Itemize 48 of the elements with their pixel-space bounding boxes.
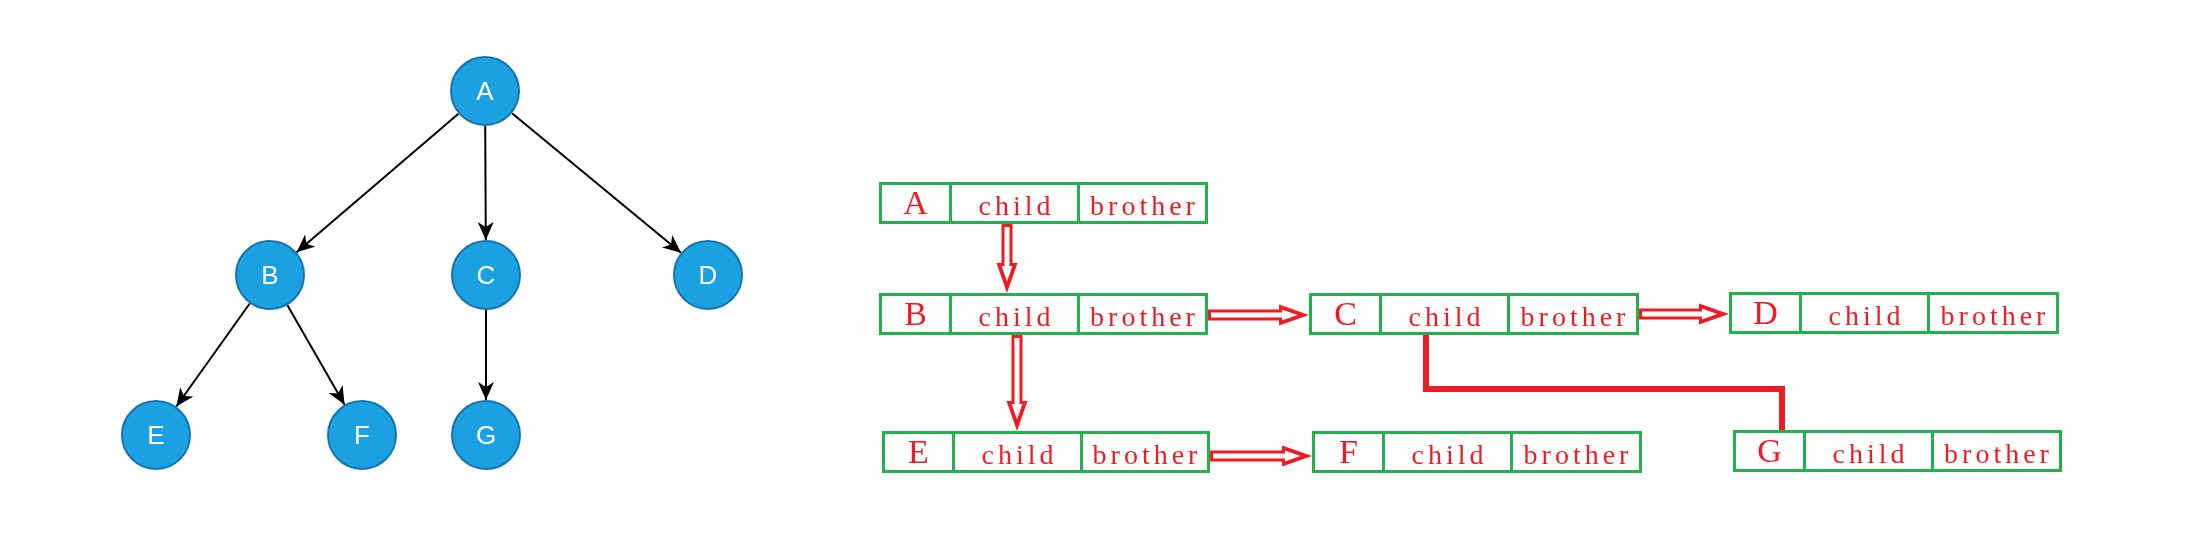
pointer-field-label: brother [1507, 296, 1636, 332]
node-letter: E [907, 434, 930, 470]
record-box [1729, 292, 2059, 334]
pointer-field-label: brother [1077, 296, 1205, 332]
pointer-field-label: brother [1080, 434, 1207, 470]
arrow [175, 302, 251, 408]
arrow [478, 309, 494, 401]
pointer-field-label: child [949, 296, 1077, 332]
node-letter: G [1756, 433, 1783, 469]
block-arrow [996, 224, 1018, 293]
pointer-field-label: child [952, 434, 1080, 470]
pointer-field-label: brother [1927, 295, 2056, 331]
record-box [1733, 430, 2062, 472]
record-box [879, 293, 1208, 335]
node-letter: F [1338, 434, 1359, 470]
node-letter: F [354, 422, 370, 448]
record-box [879, 182, 1208, 224]
connector-line [1423, 335, 1785, 430]
pointer-field-label: child [1382, 434, 1510, 470]
pointer-field-label: child [1379, 296, 1507, 332]
node-letter: G [475, 422, 497, 448]
node-letter: A [902, 185, 929, 221]
node-letter: C [476, 262, 496, 288]
record-box [1312, 431, 1642, 473]
arrow [477, 125, 494, 241]
block-arrow [1208, 304, 1309, 326]
node-letter: E [147, 422, 165, 448]
node-letter: C [1333, 296, 1358, 332]
block-arrow [1006, 335, 1028, 431]
arrow [286, 304, 346, 406]
record-box [882, 431, 1210, 473]
arrow [295, 112, 460, 254]
pointer-field-label: brother [1077, 185, 1205, 221]
node-letter: B [903, 296, 928, 332]
node-letter: B [261, 262, 279, 288]
block-arrow [1210, 445, 1312, 467]
record-box [1309, 293, 1639, 335]
node-letter: D [1752, 295, 1779, 331]
pointer-field-label: brother [1510, 434, 1639, 470]
node-letter: A [476, 78, 494, 104]
arrow [511, 112, 682, 254]
pointer-field-label: child [1803, 433, 1931, 469]
pointer-field-label: brother [1931, 433, 2059, 469]
pointer-field-label: child [949, 185, 1077, 221]
block-arrow [1639, 303, 1729, 325]
pointer-field-label: child [1799, 295, 1927, 331]
tree-node-circle [235, 240, 305, 310]
node-letter: D [698, 262, 718, 288]
